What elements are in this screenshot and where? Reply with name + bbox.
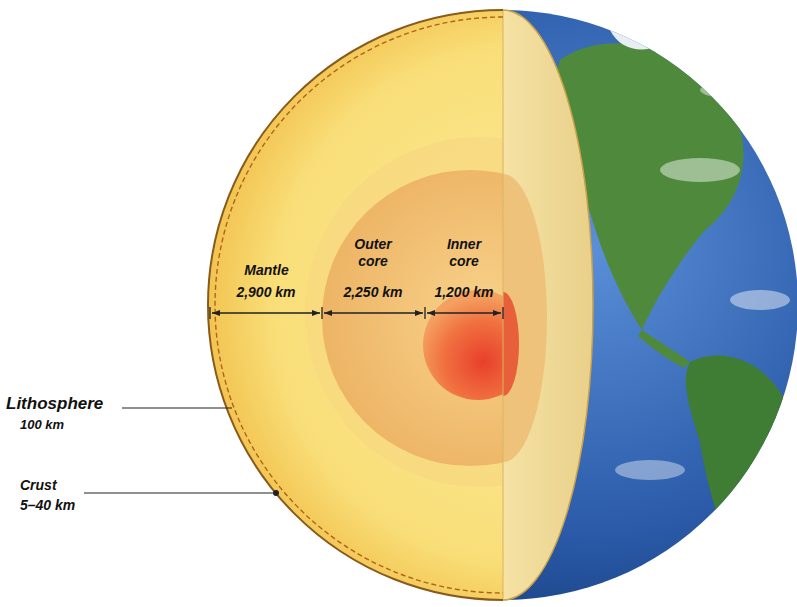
mantle-shading [305, 137, 655, 487]
dimension-tick [424, 307, 425, 319]
layer-name: Crust [20, 477, 57, 494]
dimension-label: 2,900 km [236, 284, 296, 301]
dimension-segment [427, 312, 501, 313]
cut-face [503, 10, 593, 600]
cut-line [503, 10, 504, 600]
central-america [638, 330, 690, 368]
cloud [615, 460, 685, 480]
globe-surface [208, 10, 797, 600]
layer-name: Inner core [433, 236, 495, 270]
cross-section [208, 10, 797, 600]
dimension-segment [324, 312, 423, 313]
leader-line [84, 492, 273, 493]
cut-face-outer-core [503, 174, 547, 462]
dimension-label: 5–40 km [20, 497, 76, 514]
dimension-label: 1,200 km [434, 284, 494, 301]
dimension-segment [212, 312, 320, 313]
cut-face-inner-core [503, 292, 519, 396]
cloud [660, 158, 740, 182]
crust-outline [208, 10, 503, 600]
greenland [610, 18, 675, 49]
mantle-layer [208, 10, 797, 600]
dimension-tick [321, 307, 322, 319]
cloud [730, 290, 790, 310]
layer-name: Outer core [342, 236, 404, 270]
leader-dot [273, 490, 279, 496]
dimension-label: 100 km [20, 417, 65, 433]
cloud [700, 82, 760, 98]
inner-core-layer [423, 290, 533, 400]
outer-core-layer [322, 170, 618, 466]
dimension-label: 2,250 km [343, 284, 403, 301]
layer-name: Mantle [244, 262, 289, 279]
lithosphere-outline [215, 17, 503, 593]
layer-name: Lithosphere [6, 394, 104, 414]
dimension-line [210, 307, 503, 319]
leader-line [122, 407, 232, 408]
cut-face-edge [503, 10, 593, 600]
south-america [686, 355, 792, 572]
dimension-tick [209, 307, 210, 319]
dimension-tick [502, 307, 503, 319]
